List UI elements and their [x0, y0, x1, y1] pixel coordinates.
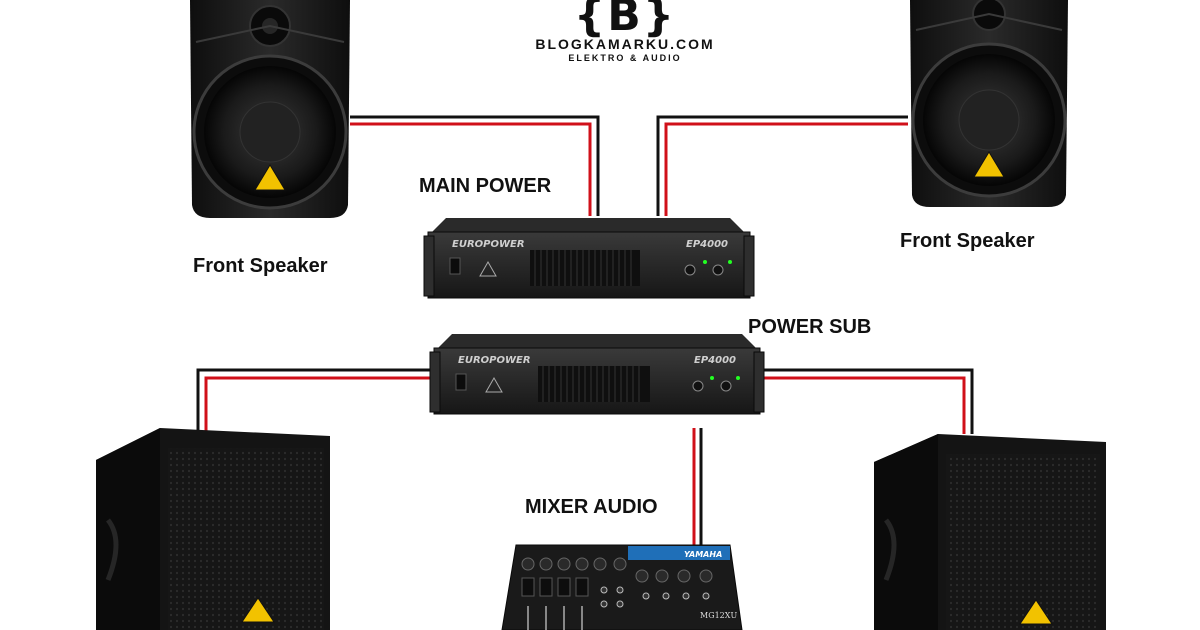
gain-knob-icon	[693, 381, 703, 391]
mixer-brand-text: YAMAHA	[684, 550, 722, 559]
subwoofer-left	[96, 428, 330, 630]
amp-brand-text: EUROPOWER	[458, 355, 531, 366]
front-speaker-right	[910, 0, 1068, 207]
cable-black-front-right	[658, 117, 908, 216]
cable-black-front-left	[350, 117, 598, 216]
logo-mark: {B}	[520, 0, 730, 36]
power-switch-icon	[456, 374, 466, 390]
cable-red-front-right	[666, 124, 908, 216]
main-power-amplifier: EUROPOWER EP4000	[424, 218, 754, 298]
gain-knob-icon	[713, 265, 723, 275]
amp-model-text: EP4000	[686, 239, 728, 250]
cable-red-sub-left	[206, 378, 440, 432]
main-power-label: MAIN POWER	[419, 175, 551, 198]
logo-subtitle: ELEKTRO & AUDIO	[520, 53, 730, 63]
front-speaker-left	[190, 0, 350, 218]
gain-knob-icon	[685, 265, 695, 275]
mixer-audio-label: MIXER AUDIO	[525, 496, 658, 519]
cable-red-front-left	[350, 124, 590, 216]
cable-black-sub-right	[758, 370, 972, 434]
mixer-model-text: MG12XU	[700, 611, 737, 620]
site-logo: {B} BLOGKAMARKU.COM ELEKTRO & AUDIO	[520, 0, 730, 80]
power-sub-amplifier: EUROPOWER EP4000	[430, 334, 764, 414]
front-speaker-right-label: Front Speaker	[900, 230, 1034, 253]
power-sub-label: POWER SUB	[748, 316, 871, 339]
amp-model-text: EP4000	[694, 355, 736, 366]
amp-brand-text: EUROPOWER	[452, 239, 525, 250]
gain-knob-icon	[721, 381, 731, 391]
cable-red-sub-right	[758, 378, 964, 434]
logo-site-name: BLOGKAMARKU.COM	[520, 36, 730, 52]
front-speaker-left-label: Front Speaker	[193, 255, 327, 278]
subwoofer-right	[874, 434, 1106, 630]
power-switch-icon	[450, 258, 460, 274]
mixer-audio-device: YAMAHA MG12XU	[502, 545, 742, 630]
